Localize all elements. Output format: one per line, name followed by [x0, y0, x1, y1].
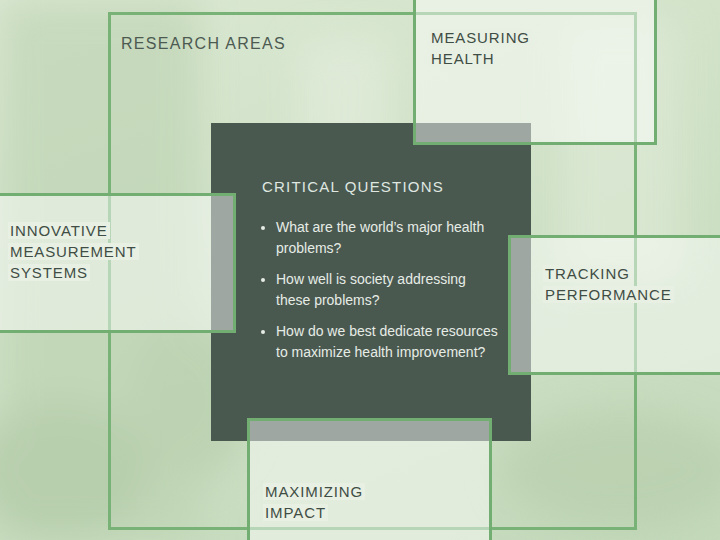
question-item: How do we best dedicate resources to max…	[276, 321, 501, 363]
label-wrap: INNOVATIVE MEASUREMENT SYSTEMS	[8, 220, 153, 283]
area-label: MEASURING HEALTH	[429, 29, 532, 67]
question-list: What are the world’s major health proble…	[262, 217, 501, 363]
label-wrap: MEASURING HEALTH	[429, 27, 564, 69]
label-wrap: MAXIMIZING IMPACT	[263, 481, 398, 523]
question-item: How well is society addressing these pro…	[276, 269, 501, 311]
frame-heading: RESEARCH AREAS	[121, 35, 286, 52]
area-box: MEASURING HEALTH	[413, 0, 657, 145]
label-wrap: TRACKING PERFORMANCE	[543, 263, 698, 305]
area-box: TRACKING PERFORMANCE	[508, 235, 720, 375]
area-label: TRACKING PERFORMANCE	[543, 265, 674, 303]
questions-panel: CRITICAL QUESTIONS What are the world’s m…	[211, 123, 531, 441]
area-label: INNOVATIVE MEASUREMENT SYSTEMS	[8, 222, 139, 281]
panel-heading: CRITICAL QUESTIONS	[262, 177, 501, 197]
area-box: MAXIMIZING IMPACT	[247, 418, 492, 540]
question-item: What are the world’s major health proble…	[276, 217, 501, 259]
area-label: MAXIMIZING IMPACT	[263, 483, 365, 521]
area-box: INNOVATIVE MEASUREMENT SYSTEMS	[0, 193, 236, 333]
